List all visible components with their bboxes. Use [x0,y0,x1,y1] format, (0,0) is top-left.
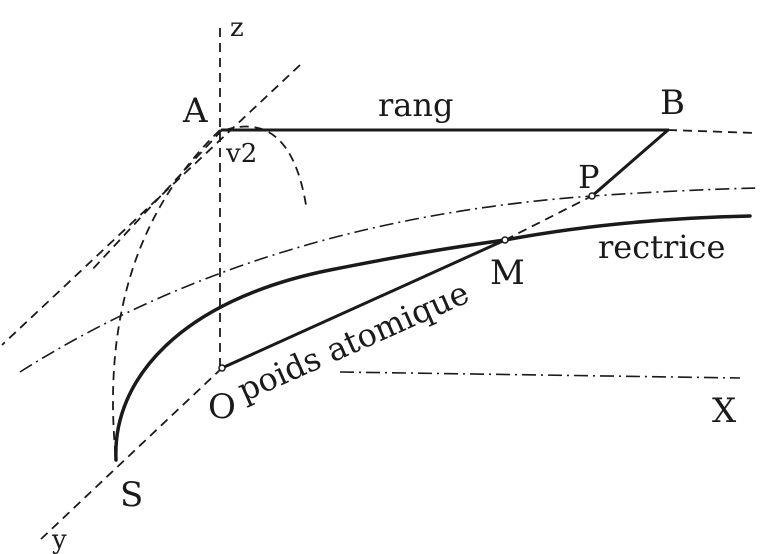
ab-extension [667,129,757,134]
dashdot-curve [19,187,757,373]
label-rectrice: rectrice [598,228,725,266]
om-extension [504,195,593,241]
segment-bp [590,128,670,198]
label-o: O [208,387,236,427]
diagonal-line-upper [1,64,301,346]
label-v2: v2 [225,139,257,169]
point-p-marker [588,192,596,200]
label-a: A [182,91,208,131]
label-poids-atomique: poids atomique [232,273,475,409]
dashed-arc-as [112,129,221,461]
label-rang: rang [378,86,453,124]
label-x: X [712,391,737,431]
v2-arc [224,125,307,206]
point-o-marker [218,364,226,372]
label-z: z [230,13,244,43]
label-p: P [578,158,600,196]
label-m: M [490,253,525,293]
rectrice-curve [114,214,752,462]
y-axis-upper [89,129,223,273]
y-axis [39,367,223,541]
point-m-marker [501,236,509,244]
label-y: y [51,525,67,554]
segment-om [220,238,507,370]
label-s: S [120,475,143,515]
label-b: B [660,83,685,123]
x-axis [339,371,741,379]
